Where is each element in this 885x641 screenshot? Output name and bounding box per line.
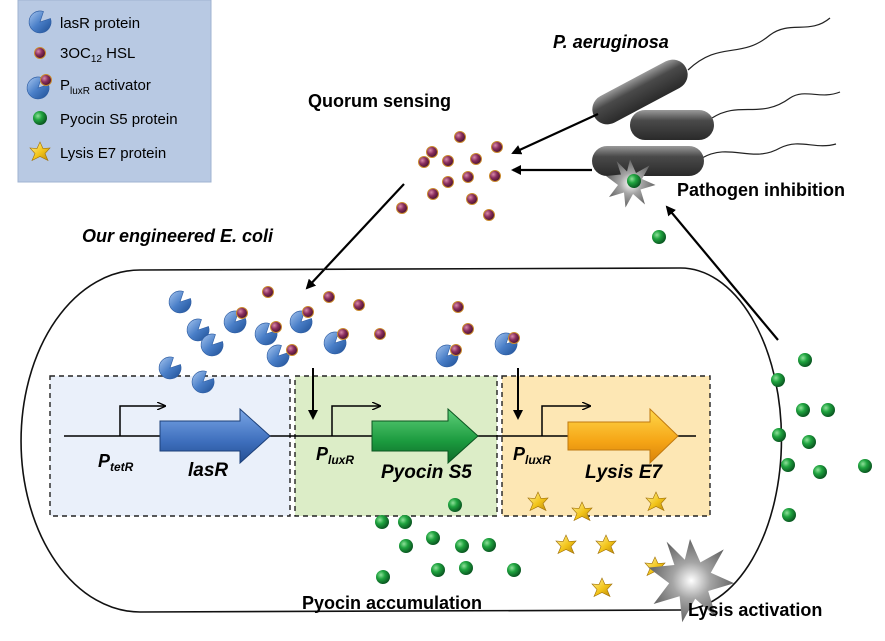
promoter-tetr-label: PtetR (98, 451, 134, 474)
promoter-luxr2-label: PluxR (513, 444, 551, 467)
promoter-tetr-symbol (119, 406, 165, 436)
released-pyocins (771, 353, 872, 522)
legend-item-hsl: 3OC12 HSL (34, 45, 135, 65)
promoter-tetr-main: P (98, 451, 111, 471)
pyocin-accumulation-label: Pyocin accumulation (302, 593, 482, 613)
gene-pyocin-label: Pyocin S5 (381, 462, 472, 483)
promoter-luxr2-main: P (513, 444, 526, 464)
promoter-luxr2-symbol (541, 406, 590, 436)
pyocin-s5-icon (33, 111, 47, 125)
legend-label-pluxr-main: P (60, 77, 70, 94)
legend-label-hsl: 3OC12 HSL (60, 45, 135, 65)
arrow-hsl-to-ecoli (305, 183, 405, 290)
promoter-luxr1-label: PluxR (316, 444, 354, 467)
pyocin-on-pathogen (627, 174, 641, 188)
legend: lasR protein 3OC12 HSL PluxR activator P… (17, 0, 212, 183)
gene-arrow-lysis (567, 407, 679, 465)
arrow-pathogen-to-hsl-1 (511, 113, 599, 155)
engineered-ecoli-label: Our engineered E. coli (82, 226, 274, 246)
promoter-luxr1-main: P (316, 444, 329, 464)
pathogen-inhibition-label: Pathogen inhibition (677, 180, 845, 200)
gene-lasr-label: lasR (188, 460, 228, 481)
gene-arrow-lasr (159, 407, 271, 465)
legend-label-hsl-sub: 12 (91, 54, 103, 65)
legend-label-lasr: lasR protein (60, 15, 140, 32)
bacterium-rod (592, 146, 704, 176)
pathogen-cells (592, 17, 841, 208)
pyocin-free (652, 230, 666, 244)
promoter-luxr1-sub: luxR (328, 453, 354, 467)
legend-label-pluxr-sub: luxR (70, 86, 90, 97)
legend-label-lysis: Lysis E7 protein (60, 145, 166, 162)
promoter-luxr2-sub: luxR (525, 453, 551, 467)
legend-label-pluxr: PluxR activator (60, 77, 151, 97)
pathogen-label: P. aeruginosa (553, 32, 669, 52)
legend-label-hsl-rest: HSL (102, 45, 135, 62)
hsl-molecule-icon (34, 47, 46, 59)
flagellum (701, 143, 837, 159)
legend-item-pluxr: PluxR activator (26, 74, 151, 100)
legend-box (17, 0, 212, 183)
flagellum (687, 17, 831, 71)
arrow-lysis-to-inhibition (665, 205, 779, 341)
bacterium-rod (630, 110, 714, 140)
legend-item-lasr: lasR protein (28, 10, 140, 34)
legend-label-pyocin: Pyocin S5 protein (60, 111, 178, 128)
quorum-sensing-label: Quorum sensing (308, 91, 451, 111)
legend-item-pyocin: Pyocin S5 protein (33, 111, 178, 128)
promoter-luxr1-symbol (331, 406, 380, 436)
legend-label-pluxr-rest: activator (90, 77, 151, 94)
gene-lysis-label: Lysis E7 (585, 462, 664, 483)
legend-item-lysis: Lysis E7 protein (29, 141, 166, 162)
bacterium-rod (592, 59, 688, 125)
promoter-tetr-sub: tetR (110, 460, 134, 474)
lysis-activation-label: Lysis activation (688, 600, 822, 620)
flagellum (711, 91, 841, 119)
circuit-box-lysis (501, 375, 711, 517)
hsl-cloud (396, 131, 503, 221)
legend-label-hsl-main: 3OC (60, 45, 91, 62)
gene-arrow-pyocin (371, 407, 479, 465)
